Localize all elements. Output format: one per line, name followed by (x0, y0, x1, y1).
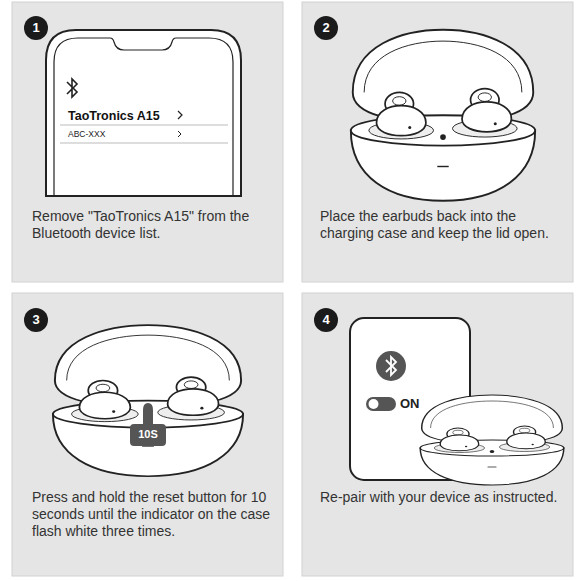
toggle-label: ON (400, 396, 420, 412)
step-number-text: 4 (322, 312, 329, 328)
step-number: 2 (314, 16, 338, 40)
panel-ground (302, 293, 573, 576)
chevron-icon (178, 131, 181, 137)
step-caption: Remove "TaoTronics A15" from the Bluetoo… (32, 208, 272, 242)
bluetooth-icon (386, 357, 396, 375)
charging-case (351, 30, 535, 201)
phone-screen-edge (54, 38, 233, 196)
text-slot: Re-pair with your device as instructed. (320, 489, 560, 506)
step-number-text: 2 (322, 20, 329, 36)
finger (143, 403, 153, 426)
text-slot: Remove "TaoTronics A15" from the Bluetoo… (32, 208, 272, 242)
toggle-switch (366, 397, 396, 411)
step-number-text: 1 (32, 20, 39, 36)
text-slot: 2 (314, 16, 338, 40)
step-caption: Re-pair with your device as instructed. (320, 489, 560, 506)
panel-grounds (12, 2, 573, 576)
list-separator (60, 125, 228, 126)
text-slot: Place the earbuds back into the charging… (320, 208, 560, 242)
phone-screen: TaoTronics A15ABC-XXX (46, 30, 241, 198)
step-caption: Press and hold the reset button for 10 s… (32, 489, 277, 540)
charging-case (53, 325, 243, 476)
list-separator (60, 143, 228, 144)
label-slot: ON (400, 396, 420, 412)
bluetooth-icon (67, 79, 77, 97)
step-number: 4 (314, 308, 338, 332)
device-name: TaoTronics A15 (68, 109, 160, 124)
charging-case (420, 395, 564, 485)
toggle-knob (369, 399, 379, 409)
step-panel: Remove "TaoTronics A15" from the Bluetoo… (12, 2, 283, 282)
step-number-text: 3 (32, 312, 39, 328)
panel-ground (12, 2, 283, 282)
text-slot: Press and hold the reset button for 10 s… (32, 489, 277, 540)
timer-label: 10S (130, 427, 166, 441)
bluetooth-badge (376, 351, 406, 381)
text-slot: TaoTronics A15 (68, 109, 160, 124)
phone-body (46, 30, 241, 196)
panel-ground (302, 2, 573, 282)
step-caption: Place the earbuds back into the charging… (320, 208, 560, 242)
step-panel: Re-pair with your device as instructed. 4 (302, 293, 573, 576)
phone-drawing (46, 30, 241, 196)
step-number: 1 (24, 16, 48, 40)
text-slot: 4 (314, 308, 338, 332)
text-slot: 1 (24, 16, 48, 40)
label-slot: 10S (130, 427, 166, 441)
chevron-icon (178, 111, 182, 119)
step-panel: Place the earbuds back into the charging… (302, 2, 573, 282)
step-number: 3 (24, 308, 48, 332)
finger-badge (130, 424, 166, 446)
device-id: ABC-XXX (68, 129, 105, 139)
text-slot: ABC-XXX (68, 129, 105, 139)
panel-ground (12, 293, 283, 576)
text-slot: 3 (24, 308, 48, 332)
pressing-finger (130, 403, 166, 446)
